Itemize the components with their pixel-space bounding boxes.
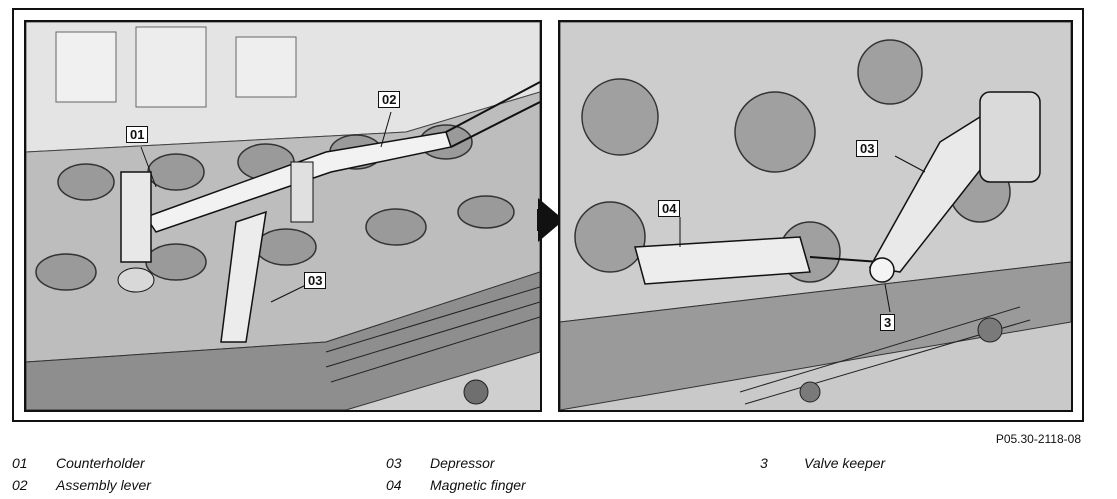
legend-item: 03 Depressor	[386, 455, 526, 477]
callout-04: 04	[658, 200, 681, 217]
legend-item: 02 Assembly lever	[12, 477, 151, 499]
cylinder-head-left-drawing	[26, 22, 540, 410]
legend-column-3: 3 Valve keeper	[760, 455, 885, 477]
legend-label: Depressor	[430, 455, 495, 471]
callout-03-left: 03	[304, 272, 327, 289]
legend-number: 3	[760, 455, 768, 471]
legend-number: 04	[386, 477, 402, 493]
legend-item: 3 Valve keeper	[760, 455, 885, 477]
legend-item: 04 Magnetic finger	[386, 477, 526, 499]
left-illustration-panel: 01 02 03	[24, 20, 542, 412]
legend-column-2: 03 Depressor 04 Magnetic finger	[386, 455, 526, 499]
illustration-frame: 01 02 03	[12, 8, 1084, 422]
callout-3: 3	[880, 314, 896, 331]
legend-number: 03	[386, 455, 402, 471]
legend-item: 01 Counterholder	[12, 455, 151, 477]
legend-number: 01	[12, 455, 28, 471]
legend-label: Counterholder	[56, 455, 145, 471]
legend-label: Magnetic finger	[430, 477, 526, 493]
legend-label: Assembly lever	[56, 477, 151, 493]
callout-01: 01	[126, 126, 149, 143]
callout-02: 02	[378, 91, 401, 108]
cylinder-head-right-drawing	[560, 22, 1071, 410]
legend-column-1: 01 Counterholder 02 Assembly lever	[12, 455, 151, 499]
legend-label: Valve keeper	[804, 455, 886, 471]
callout-03-right: 03	[856, 140, 879, 157]
right-illustration-panel: 04 03 3	[558, 20, 1073, 412]
legend-number: 02	[12, 477, 28, 493]
figure-reference: P05.30-2118-08	[995, 432, 1081, 446]
